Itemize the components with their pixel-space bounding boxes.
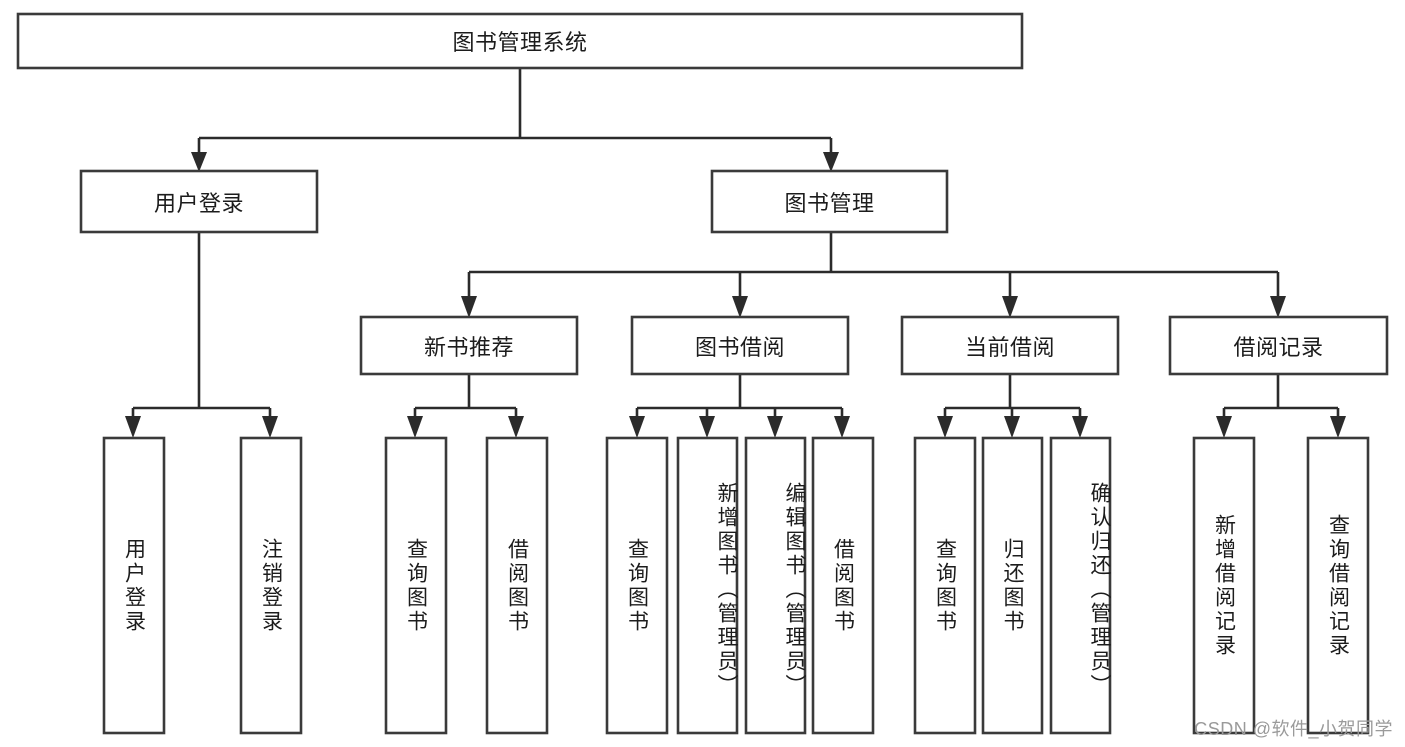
arrow-book-borrow-leaf-1 <box>699 416 715 438</box>
arrow-to-borrow-record <box>1270 296 1286 318</box>
leaf-box-book-borrow-1[interactable] <box>676 436 739 735</box>
leaf-box-current-borrow-0[interactable] <box>913 436 977 735</box>
leaf-box-user-login-1[interactable] <box>239 436 303 735</box>
arrow-book-borrow-leaf-2 <box>767 416 783 438</box>
arrow-to-book-manage <box>823 152 839 172</box>
leaf-box-current-borrow-2[interactable] <box>1049 436 1112 735</box>
arrow-current-borrow-leaf-0 <box>937 416 953 438</box>
node-box-book-manage[interactable] <box>710 169 949 234</box>
leaf-box-current-borrow-1[interactable] <box>981 436 1044 735</box>
leaf-box-book-borrow-0[interactable] <box>605 436 669 735</box>
arrow-new-book-rec-leaf-1 <box>508 416 524 438</box>
connector-group-book-borrow-to-leaves <box>629 374 850 438</box>
connector-group-root-to-level2 <box>191 68 839 172</box>
arrow-current-borrow-leaf-2 <box>1072 416 1088 438</box>
node-box-new-book-rec[interactable] <box>359 315 579 376</box>
node-box-user-login[interactable] <box>79 169 319 234</box>
connector-group-borrow-record-to-leaves <box>1216 374 1346 438</box>
arrow-to-user-login <box>191 152 207 172</box>
node-box-borrow-record[interactable] <box>1168 315 1389 376</box>
leaf-box-book-borrow-3[interactable] <box>811 436 875 735</box>
connector-group-user-login-to-leaves <box>125 232 278 438</box>
node-box-root[interactable] <box>16 12 1024 70</box>
arrow-borrow-record-leaf-0 <box>1216 416 1232 438</box>
node-box-book-borrow[interactable] <box>630 315 850 376</box>
arrow-current-borrow-leaf-1 <box>1004 416 1020 438</box>
arrow-to-book-borrow <box>732 296 748 318</box>
arrow-book-borrow-leaf-3 <box>834 416 850 438</box>
arrow-to-new-book-rec <box>461 296 477 318</box>
connector-group-new-book-rec-to-leaves <box>407 374 524 438</box>
arrow-user-login-leaf-1 <box>262 416 278 438</box>
leaf-box-new-book-rec-1[interactable] <box>485 436 549 735</box>
arrow-to-current-borrow <box>1002 296 1018 318</box>
arrow-borrow-record-leaf-1 <box>1330 416 1346 438</box>
arrow-book-borrow-leaf-0 <box>629 416 645 438</box>
arrow-user-login-leaf-0 <box>125 416 141 438</box>
connector-group-current-borrow-to-leaves <box>937 374 1088 438</box>
leaf-box-new-book-rec-0[interactable] <box>384 436 448 735</box>
leaf-box-borrow-record-1[interactable] <box>1306 436 1370 735</box>
arrow-new-book-rec-leaf-0 <box>407 416 423 438</box>
leaf-box-book-borrow-2[interactable] <box>744 436 807 735</box>
node-box-current-borrow[interactable] <box>900 315 1120 376</box>
leaf-box-borrow-record-0[interactable] <box>1192 436 1256 735</box>
leaf-box-user-login-0[interactable] <box>102 436 166 735</box>
connector-group-book-manage-to-level3 <box>461 232 1286 318</box>
